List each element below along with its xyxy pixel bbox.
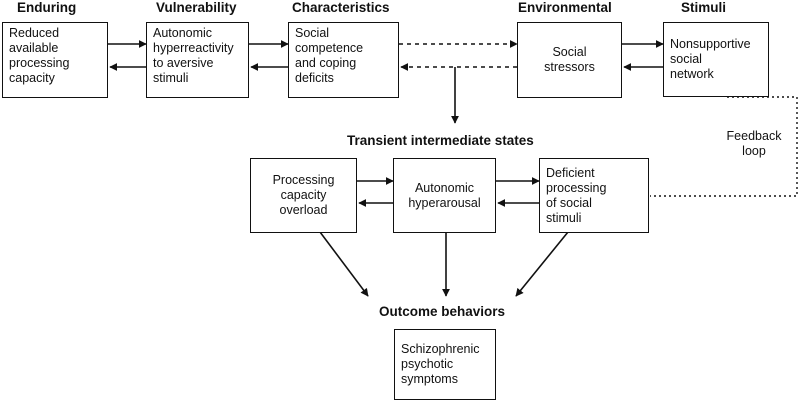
arrow-deficient-to-outcome — [515, 231, 569, 297]
heading-outcome-behaviors: Outcome behaviors — [379, 304, 506, 319]
box-text: Deficient processing of social stimuli — [546, 165, 607, 225]
box-social-competence-deficits: Social competence and coping deficits — [288, 22, 399, 98]
box-text: Reduced available processing capacity — [9, 26, 70, 85]
label-feedback-loop: Feedback loop — [726, 129, 782, 158]
box-text: Schizophrenic psychotic symptoms — [401, 342, 480, 386]
box-schizophrenic-psychotic-symptoms: Schizophrenic psychotic symptoms — [394, 329, 496, 400]
box-text: Nonsupportive social network — [670, 37, 751, 81]
heading-stimuli: Stimuli — [681, 0, 727, 15]
box-text: Social stressors — [544, 45, 595, 74]
box-text: Processing capacity overload — [272, 173, 335, 217]
box-autonomic-hyperreactivity: Autonomic hyperreactivity to aversive st… — [146, 22, 249, 98]
box-text: Autonomic hyperarousal — [408, 180, 481, 210]
heading-environmental: Environmental — [518, 0, 612, 15]
heading-transient-intermediate-states: Transient intermediate states — [347, 133, 534, 148]
heading-enduring: Enduring — [17, 0, 77, 15]
box-deficient-processing-social-stimuli: Deficient processing of social stimuli — [539, 158, 649, 233]
box-text: Autonomic hyperreactivity to aversive st… — [153, 26, 234, 85]
box-text: Social competence and coping deficits — [295, 26, 364, 85]
heading-characteristics: Characteristics — [292, 0, 390, 15]
box-nonsupportive-social-network: Nonsupportive social network — [663, 22, 769, 97]
box-processing-capacity-overload: Processing capacity overload — [250, 158, 357, 233]
box-autonomic-hyperarousal: Autonomic hyperarousal — [393, 158, 496, 233]
box-reduced-processing-capacity: Reduced available processing capacity — [2, 22, 108, 98]
arrow-overload-to-outcome — [319, 231, 369, 297]
heading-vulnerability: Vulnerability — [156, 0, 237, 15]
box-social-stressors: Social stressors — [517, 22, 622, 98]
feedback-loop-path — [650, 96, 798, 197]
